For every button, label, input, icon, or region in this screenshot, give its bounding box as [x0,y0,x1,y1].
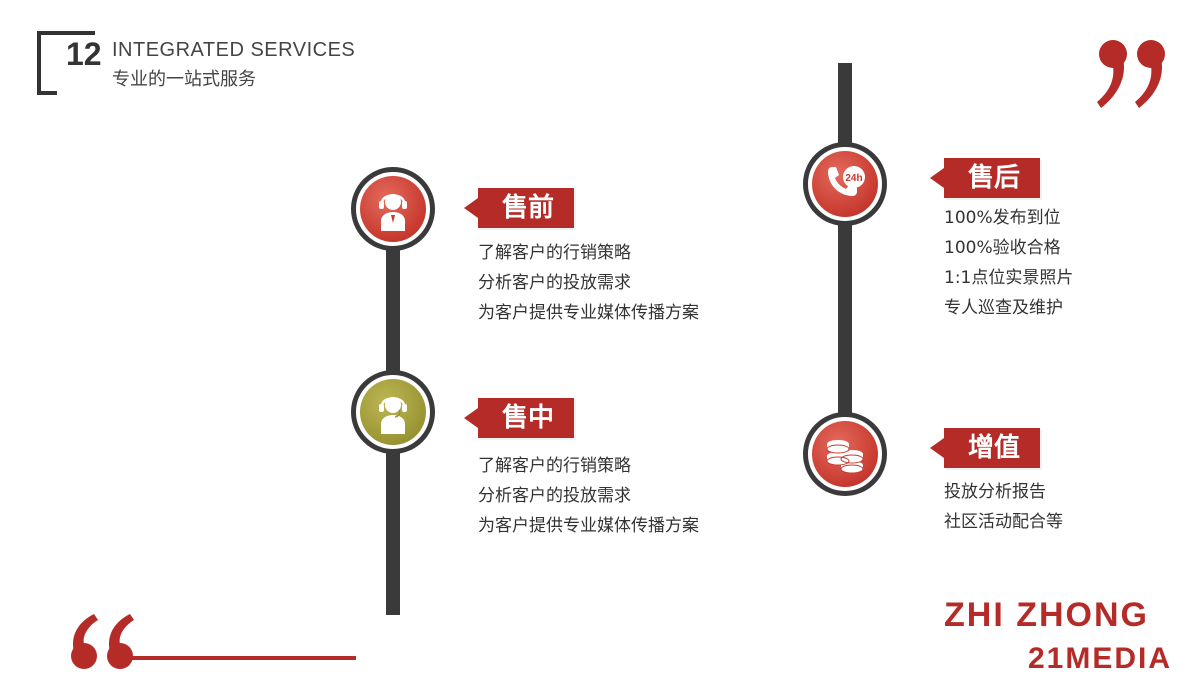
pre-sale-line: 了解客户的行销策略 [478,243,631,263]
after-sale-node: 24h [803,142,887,226]
phone-24h-icon: 24h [828,166,865,196]
brand-name: ZHI ZHONG [944,596,1149,634]
value-added-line: 社区活动配合等 [944,512,1063,532]
header-badge-frame [37,31,95,95]
headset-person-icon [379,397,407,434]
pre-sale-tag: 售前 [463,188,575,228]
closing-quote-icon [1097,40,1165,108]
after-sale-line: 1:1点位实景照片 [944,268,1074,288]
svg-text:24h: 24h [845,173,862,184]
after-sale-tag: 售后 [929,158,1041,198]
value-added-node-inner [812,421,878,487]
in-sale-line: 为客户提供专业媒体传播方案 [478,516,699,536]
pre-sale-node [351,167,435,251]
bottom-decor-line [126,656,356,660]
brand-subname: 21MEDIA [1028,642,1173,675]
in-sale-tag: 售中 [463,398,575,438]
header-title-zh: 专业的一站式服务 [112,69,256,90]
after-sale-line: 100%验收合格 [944,238,1061,258]
header-number: 12 [66,36,102,72]
in-sale-description: 了解客户的行销策略 分析客户的投放需求 为客户提供专业媒体传播方案 [478,451,699,541]
in-sale-line: 分析客户的投放需求 [478,486,631,506]
header-title-en: INTEGRATED SERVICES [112,39,356,61]
in-sale-node-inner [360,379,426,445]
pre-sale-description: 了解客户的行销策略 分析客户的投放需求 为客户提供专业媒体传播方案 [478,238,699,328]
after-sale-description: 100%发布到位 100%验收合格 1:1点位实景照片 专人巡查及维护 [944,203,1073,323]
value-added-line: 投放分析报告 [944,482,1046,502]
after-sale-node-inner: 24h [812,151,878,217]
pre-sale-node-inner [360,176,426,242]
after-sale-line: 专人巡查及维护 [944,298,1063,318]
pre-sale-line: 为客户提供专业媒体传播方案 [478,303,699,323]
headset-person-icon [379,194,407,231]
value-added-description: 投放分析报告 社区活动配合等 [944,477,1063,537]
in-sale-line: 了解客户的行销策略 [478,456,631,476]
pre-sale-line: 分析客户的投放需求 [478,273,631,293]
coin-stack-icon [826,440,864,474]
after-sale-line: 100%发布到位 [944,208,1061,228]
value-added-tag: 增值 [929,428,1041,468]
opening-quote-icon [71,614,134,669]
value-added-node [803,412,887,496]
timeline-right [838,63,852,458]
in-sale-node [351,370,435,454]
